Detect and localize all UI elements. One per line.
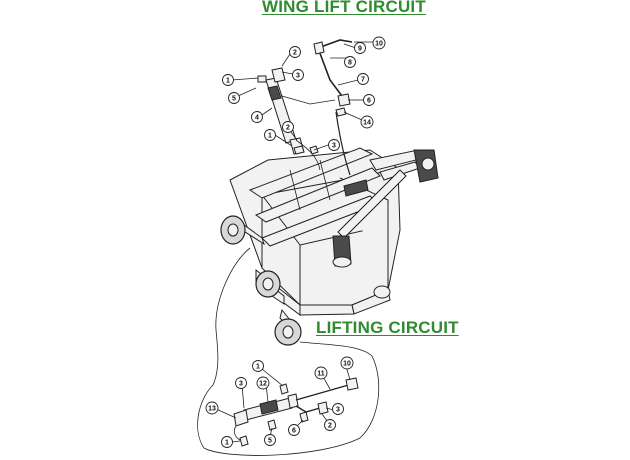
lift-callout-11: 11 [314, 366, 328, 380]
wing-callout-2: 2 [289, 46, 301, 58]
wing-callout-5: 5 [228, 92, 240, 104]
svg-text:13: 13 [208, 406, 216, 413]
wing-callout-9: 9 [354, 42, 366, 54]
svg-text:9: 9 [358, 46, 362, 53]
svg-text:6: 6 [292, 428, 296, 435]
svg-text:5: 5 [232, 96, 236, 103]
lift-callout-6: 6 [288, 424, 300, 436]
svg-text:10: 10 [375, 41, 383, 48]
svg-text:3: 3 [296, 73, 300, 80]
lifting-circuit-outline [197, 247, 380, 456]
wing-callout-3: 3 [292, 69, 304, 81]
lifting-circuit-parts [233, 377, 359, 447]
svg-text:3: 3 [239, 381, 243, 388]
wing-leaders [231, 41, 374, 151]
wing-callout-1b: 1 [264, 129, 276, 141]
svg-text:4: 4 [255, 115, 259, 122]
svg-text:7: 7 [361, 77, 365, 84]
svg-text:5: 5 [268, 438, 272, 445]
svg-text:1: 1 [268, 133, 272, 140]
svg-text:12: 12 [259, 381, 267, 388]
svg-text:2: 2 [293, 50, 297, 57]
svg-text:1: 1 [226, 78, 230, 85]
lift-callout-12: 12 [256, 376, 270, 390]
lift-callout-1b: 1 [221, 436, 233, 448]
svg-text:3: 3 [336, 407, 340, 414]
wing-callout-2b: 2 [282, 121, 294, 133]
svg-text:14: 14 [363, 120, 371, 127]
wing-callout-4: 4 [251, 111, 263, 123]
wing-lift-circuit-title: WING LIFT CIRCUIT [262, 0, 426, 16]
wing-callout-7: 7 [357, 73, 369, 85]
rotary-mower-drawing [220, 147, 439, 346]
svg-text:1: 1 [256, 364, 260, 371]
lift-callout-2: 2 [324, 419, 336, 431]
svg-text:3: 3 [332, 143, 336, 150]
svg-text:6: 6 [367, 98, 371, 105]
wing-callout-3b: 3 [328, 139, 340, 151]
lift-callout-5: 5 [264, 434, 276, 446]
lift-callout-10: 10 [340, 356, 354, 370]
wing-callout-1: 1 [222, 74, 234, 86]
lift-callout-3: 3 [235, 377, 247, 389]
wing-callout-14: 14 [360, 115, 374, 129]
wing-callout-6: 6 [363, 94, 375, 106]
lift-callout-1: 1 [252, 360, 264, 372]
lift-callout-13: 13 [205, 401, 219, 415]
wing-callout-8: 8 [344, 56, 356, 68]
svg-text:2: 2 [286, 125, 290, 132]
lifting-circuit-title: LIFTING CIRCUIT [316, 318, 459, 337]
svg-text:8: 8 [348, 60, 352, 67]
svg-text:11: 11 [317, 371, 325, 378]
lift-callout-3b: 3 [332, 403, 344, 415]
svg-text:1: 1 [225, 440, 229, 447]
svg-text:2: 2 [328, 423, 332, 430]
wing-callout-10: 10 [372, 36, 386, 50]
svg-text:10: 10 [343, 361, 351, 368]
